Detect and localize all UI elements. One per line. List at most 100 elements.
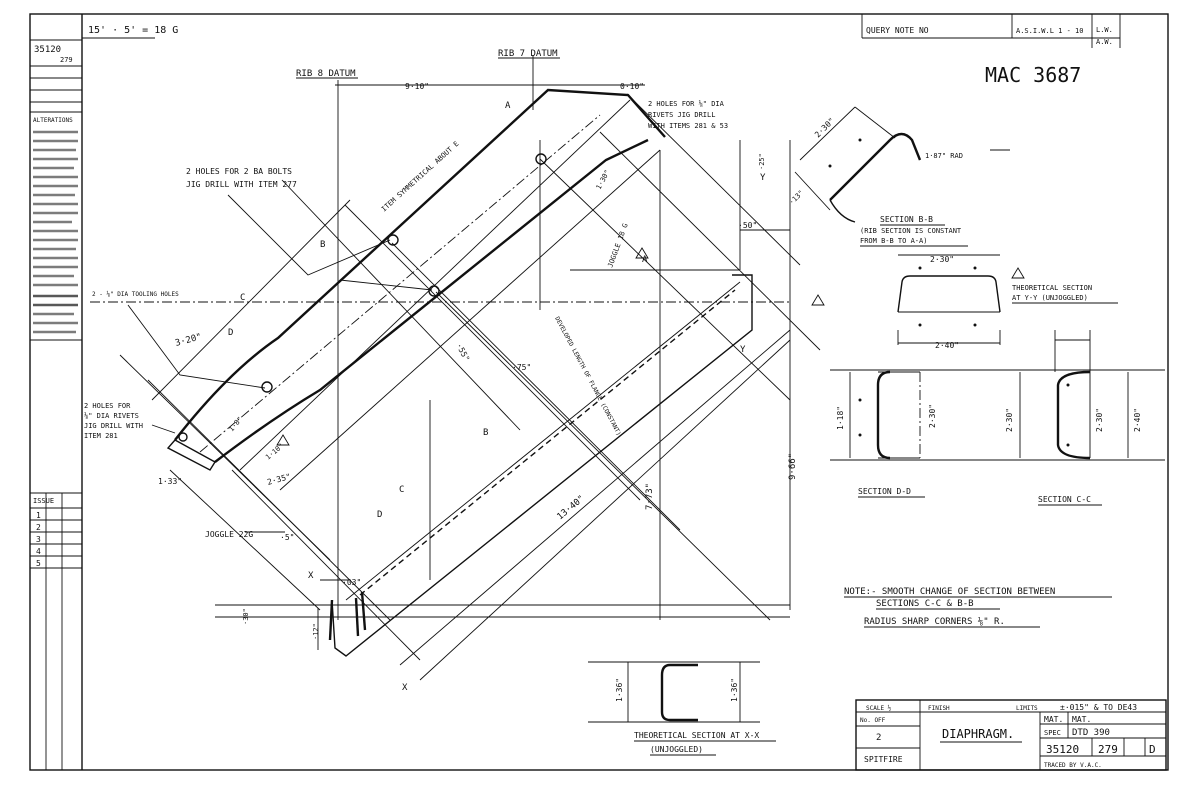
drawing-title: DIAPHRAGM.: [942, 727, 1014, 741]
section-xx-title-1: THEORETICAL SECTION AT X-X: [634, 731, 759, 740]
rev-triangle-2: [811, 294, 825, 306]
limits-label: LIMITS: [1016, 705, 1038, 712]
bolt-hole-1: [387, 234, 399, 246]
general-note: NOTE:- SMOOTH CHANGE OF SECTION BETWEEN …: [844, 587, 1112, 628]
section-dd-title: SECTION D-D: [858, 487, 911, 496]
section-b-b: 2·30" 1·87" RAD ·13" SECTION B-B (RIB SE…: [788, 106, 1010, 247]
marker-d: D: [228, 328, 233, 338]
drawing-number: 35120: [1046, 743, 1079, 756]
rev-triangle-4: [1011, 267, 1025, 279]
mat-label: MAT.: [1044, 715, 1063, 724]
issue-label: ISSUE: [33, 497, 54, 505]
note-line-2: SECTIONS C-C & B-B: [876, 599, 974, 609]
section-yy-title-1: THEORETICAL SECTION: [1012, 284, 1092, 292]
dim-25: ·25": [758, 153, 766, 170]
section-yy-title-2: AT Y-Y (UNJOGGLED): [1012, 294, 1088, 302]
revision-part-no: 35120: [34, 45, 61, 55]
dim-910: 9·10": [405, 82, 429, 91]
tooling-holes-label: 2 - ⅛" DIA TOOLING HOLES: [92, 291, 179, 298]
bolt-hole-2: [428, 285, 440, 297]
holes-2ba-label: 2 HOLES FOR 2 BA BOLTS: [186, 167, 292, 176]
section-cc-dim-3: 2·40": [1133, 408, 1142, 432]
approval-note-2: L.W.: [1096, 26, 1113, 34]
holes-rivets-label: 2 HOLES FOR: [84, 402, 131, 410]
item-symmetrical-label: ITEM SYMMETRICAL ABOUT E: [380, 140, 461, 214]
dim-12: ·12": [312, 623, 320, 640]
revision-column: 35120 279 ALTERATIONS: [30, 39, 82, 770]
holes-2ba-label-2: JIG DRILL WITH ITEM 277: [186, 180, 297, 189]
joggle-18g-label: JOGGLE 18 G: [606, 222, 629, 268]
marker-y: Y: [760, 173, 766, 183]
drawing-stamp: MAC 3687: [985, 63, 1081, 87]
marker-y2: Y: [740, 345, 746, 355]
rib8-datum-label: RIB 8 DATUM: [296, 69, 356, 79]
issue-row-5: 5: [36, 559, 41, 568]
section-c-c: 2·30" 2·30" 2·40" SECTION C-C: [1005, 330, 1142, 506]
centre-line-e: [199, 114, 601, 453]
query-note-label: QUERY NOTE NO: [866, 26, 929, 35]
section-dd-dim-1: 2·30": [928, 404, 937, 428]
note-line-3: RADIUS SHARP CORNERS ⅛" R.: [864, 617, 1005, 627]
holes-rivets-label-3: JIG DRILL WITH: [84, 422, 143, 430]
dim-5: ·5": [280, 533, 294, 542]
issue-row-3: 3: [36, 535, 41, 544]
section-cc-dim-1: 2·30": [1005, 408, 1014, 432]
section-yy-dim-2: 2·40": [935, 341, 959, 350]
revision-number: 279: [60, 56, 73, 64]
spec-label: SPEC: [1044, 729, 1061, 737]
developed-length-label: DEVELOPED LENGTH OF FLANGE (CONSTANT): [553, 316, 622, 437]
holes-rivets-label-4: ITEM 281: [84, 432, 118, 440]
marker-a2: A: [642, 255, 648, 265]
marker-b: B: [320, 240, 325, 250]
section-dd-dim-2: 1·18": [836, 406, 845, 430]
rivet-hole-2: [261, 381, 273, 393]
section-d-d: 1·18" 2·30" SECTION D-D: [830, 369, 1165, 498]
dim-133: 1·33": [158, 477, 182, 486]
rev-triangle-3: [276, 434, 290, 446]
marker-c2: C: [399, 485, 404, 495]
dim-75: ·75": [512, 363, 531, 372]
marker-a: A: [505, 101, 511, 111]
dim-320: 3·20": [174, 332, 203, 349]
section-cc-dim-2: 2·30": [1095, 408, 1104, 432]
section-bb-profile: [829, 132, 922, 201]
dim-30: ·30": [242, 608, 250, 625]
finish-label: FINISH: [928, 705, 950, 712]
marker-c: C: [240, 293, 245, 303]
revision-line-0: ALTERATIONS: [33, 117, 73, 124]
section-yy-profile: [897, 275, 1001, 313]
note-line-1: NOTE:- SMOOTH CHANGE OF SECTION BETWEEN: [844, 587, 1055, 597]
scale-label: SCALE ½: [866, 705, 892, 712]
section-cc-title: SECTION C-C: [1038, 495, 1091, 504]
section-bb-note-2: FROM B-B TO A-A): [860, 237, 927, 245]
dim-110: 1·10": [264, 442, 285, 462]
limits-value: ±·015" & TO DE43: [1060, 703, 1137, 712]
rivet-hole-3: [178, 432, 188, 442]
issue-row-1: 1: [36, 511, 41, 520]
spec-value: DTD 390: [1072, 728, 1110, 738]
mat-value: MAT.: [1072, 715, 1091, 724]
dim-235: 2·35": [266, 472, 292, 487]
holes-top-label-3: WITH ITEMS 281 & 53: [648, 122, 728, 130]
sheet-number: 279: [1098, 743, 1118, 756]
title-block: SCALE ½ FINISH LIMITS ±·015" & TO DE43 N…: [855, 699, 1167, 771]
dim-55: ·55": [454, 342, 471, 363]
section-x-x: 1·36" 1·36" THEORETICAL SECTION AT X-X (…: [588, 661, 776, 756]
rib-lower-tip: [166, 439, 216, 471]
marker-x: X: [308, 571, 314, 581]
approval-note-3: A.W.: [1096, 38, 1113, 46]
diaphragm-main-view: B D C D C A A X X Y Y B: [90, 55, 1025, 693]
rib-upper-edge: [174, 88, 666, 441]
section-cc-profile: [1056, 370, 1091, 460]
traced-by: TRACED BY V.A.C.: [1044, 762, 1102, 769]
section-xx-title-2: (UNJOGGLED): [650, 745, 703, 754]
no-off-label: No. OFF: [860, 717, 886, 724]
sheet-border: [29, 13, 1169, 771]
no-off-value: 2: [876, 733, 881, 743]
marker-d2: D: [377, 510, 382, 520]
dim-03: ·03": [342, 578, 361, 587]
dim-966: 9·66": [788, 453, 798, 480]
dim-010: 0·10": [620, 82, 644, 91]
holes-rivets-label-2: ⅛" DIA RIVETS: [84, 411, 139, 420]
